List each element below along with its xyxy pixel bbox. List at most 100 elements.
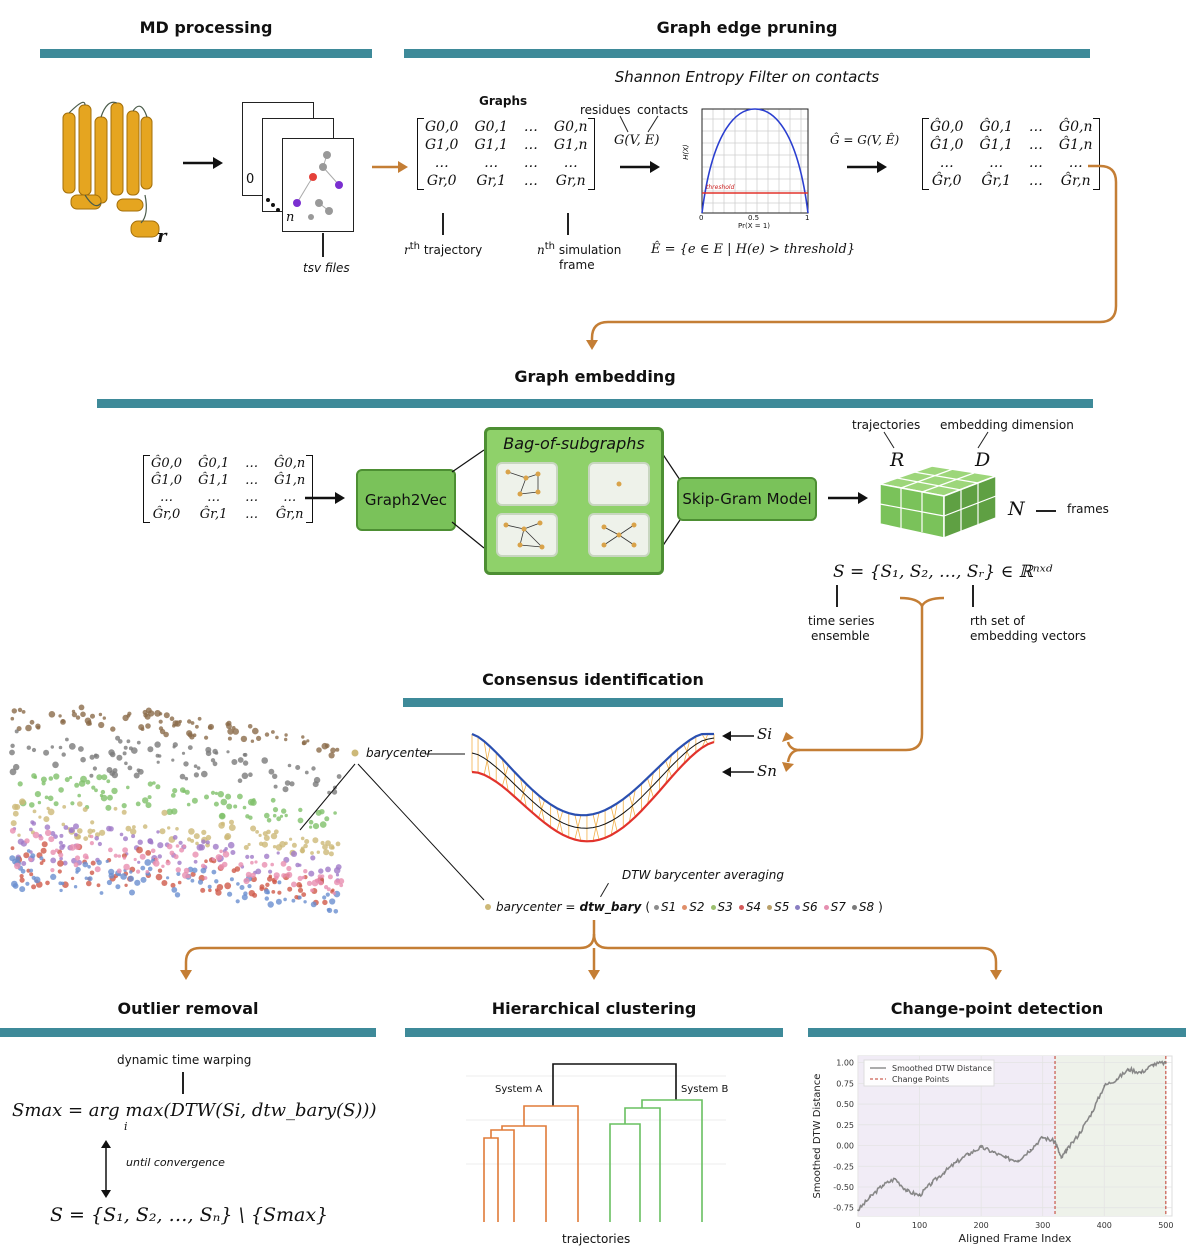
cloud-point [234, 866, 241, 872]
matrix-cell: … [245, 473, 259, 488]
cloud-point [320, 840, 325, 846]
cloud-point [306, 880, 313, 886]
cloud-point [193, 833, 200, 840]
series-Si-curve [471, 732, 714, 817]
cloud-point [254, 860, 258, 864]
series-point [857, 1209, 859, 1211]
cloud-point [156, 830, 160, 834]
series-point [869, 1196, 872, 1198]
series-point [1004, 1157, 1007, 1159]
cloud-point [90, 820, 95, 825]
cloud-point [26, 745, 31, 750]
series-dot-icon [851, 904, 857, 910]
cloud-point [127, 875, 134, 882]
matrix-cell: … [1028, 119, 1043, 135]
cloud-point [316, 850, 320, 854]
cloud-point [121, 803, 127, 809]
cloud-point [324, 816, 330, 822]
subgraph-tile-4 [588, 513, 650, 557]
cloud-point [43, 816, 50, 823]
cloud-point [334, 879, 341, 886]
cloud-point [94, 836, 99, 841]
ghat-formula: Ĝ = G(V, Ê) [830, 133, 900, 147]
cloud-point [99, 793, 103, 798]
cloud-point [227, 841, 235, 849]
series-dot-icon [823, 904, 829, 910]
matrix-cell: Ĝ1,n [274, 473, 306, 488]
cloud-point [181, 751, 186, 755]
matrix-cell: Ĝr,0 [931, 173, 962, 189]
cloud-point [94, 788, 98, 793]
cloud-point [48, 836, 55, 843]
cloud-point [31, 773, 37, 779]
cloud-point [99, 891, 104, 895]
smax-formula: Smax = arg max(DTW(Si, dtw_bary(S))) [12, 1100, 377, 1121]
cloud-point [267, 901, 274, 908]
cloud-point [119, 832, 124, 837]
cloud-point [105, 859, 109, 863]
cloud-point [212, 748, 218, 755]
cloud-point [319, 821, 327, 828]
cloud-point [182, 871, 189, 879]
trajectories-label: trajectories [852, 418, 921, 432]
cloud-point [39, 861, 44, 865]
cloud-point [238, 862, 244, 868]
cloud-point [291, 842, 297, 848]
cloud-point [152, 781, 156, 785]
cloud-point [29, 872, 34, 877]
cloud-point [144, 859, 152, 866]
cloud-point [38, 815, 42, 819]
cloud-point [247, 724, 253, 729]
cloud-point [82, 807, 88, 812]
cloud-point [73, 823, 79, 830]
matrix-cell: … [1028, 137, 1043, 153]
cloud-point [271, 890, 276, 894]
cloud-point [195, 841, 199, 846]
cloud-point [115, 884, 121, 890]
cloud-point [318, 868, 324, 874]
matrix-cell: … [245, 456, 259, 471]
cloud-point [122, 856, 126, 860]
matrix-cell: Ĝ0,1 [198, 456, 230, 471]
cloud-point [207, 884, 212, 889]
frame-annotation-line2: frame [559, 258, 595, 272]
cloud-point [59, 856, 63, 861]
cloud-point [339, 883, 344, 888]
cloud-point [295, 765, 301, 770]
cloud-point [205, 834, 212, 841]
entropy-plot [701, 108, 809, 214]
cloud-point [171, 808, 178, 815]
cloud-point [232, 728, 239, 735]
cloud-point [38, 835, 44, 841]
series-label: S8 [858, 900, 875, 914]
series-label: S4 [745, 900, 762, 914]
x-tick-label: 0 [855, 1221, 860, 1230]
cloud-point [226, 750, 230, 754]
cloud-point [155, 753, 160, 758]
matrix-cell: Gr,0 [426, 173, 457, 189]
cloud-point [201, 839, 206, 844]
cloud-point [84, 876, 89, 880]
cloud-point [32, 831, 40, 839]
cloud-point [53, 773, 60, 780]
series-point [1140, 1071, 1143, 1074]
cloud-point [328, 752, 335, 759]
cloud-point [29, 868, 34, 873]
matrix-cell: Ĝr,1 [199, 507, 228, 522]
cloud-point [92, 766, 97, 771]
cloud-point [136, 869, 141, 874]
cloud-point [53, 801, 59, 807]
cloud-point [231, 759, 238, 765]
cloud-point [261, 861, 268, 868]
cloud-point [281, 873, 286, 878]
cloud-point [230, 850, 236, 855]
cloud-point [270, 862, 275, 867]
cloud-point [275, 844, 283, 851]
cloud-point [167, 826, 171, 830]
dtw-label: dynamic time warping [117, 1053, 252, 1067]
cloud-point [108, 868, 115, 875]
x-tick-label: 100 [912, 1221, 927, 1230]
y-tick-label: 0.75 [836, 1079, 854, 1088]
cloud-point [106, 879, 112, 886]
